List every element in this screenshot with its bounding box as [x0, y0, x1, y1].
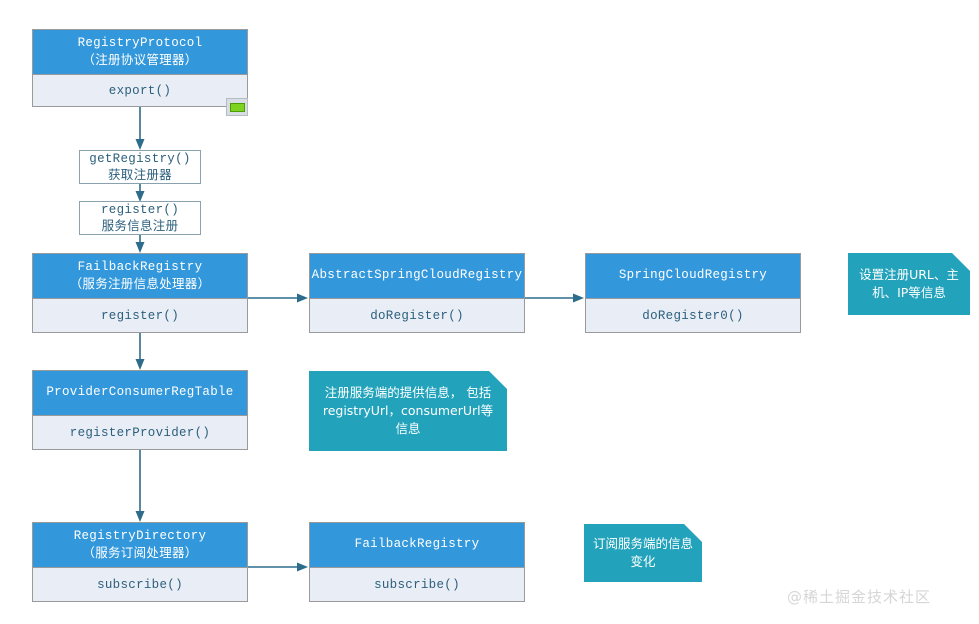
step-label-register-method: register() — [100, 203, 179, 217]
class-name-registry-protocol: RegistryProtocol — [77, 36, 203, 51]
class-box-failback-registry[interactable]: FailbackRegistry （服务注册信息处理器） register() — [32, 253, 248, 333]
class-method-registry-directory[interactable]: subscribe() — [33, 568, 247, 601]
step-label-register-desc: 服务信息注册 — [101, 218, 179, 233]
class-box-failback-registry-subscribe[interactable]: FailbackRegistry subscribe() — [309, 522, 525, 602]
status-badge[interactable] — [226, 98, 248, 116]
note-subscribe-change[interactable]: 订阅服务端的信息变化 — [584, 524, 702, 582]
class-box-abstract-spring-cloud-registry[interactable]: AbstractSpringCloudRegistry doRegister() — [309, 253, 525, 333]
class-method-failback-registry-subscribe[interactable]: subscribe() — [310, 568, 524, 601]
step-box-register[interactable]: register() 服务信息注册 — [79, 201, 201, 235]
class-name-spring-cloud-registry: SpringCloudRegistry — [618, 268, 768, 283]
class-subtitle-registry-directory: （服务订阅处理器） — [82, 545, 198, 560]
class-header-registry-directory: RegistryDirectory （服务订阅处理器） — [33, 523, 247, 568]
class-header-failback-registry-subscribe: FailbackRegistry — [310, 523, 524, 568]
class-header-failback-registry: FailbackRegistry （服务注册信息处理器） — [33, 254, 247, 299]
class-header-registry-protocol: RegistryProtocol （注册协议管理器） — [33, 30, 247, 75]
class-box-provider-consumer-reg-table[interactable]: ProviderConsumerRegTable registerProvide… — [32, 370, 248, 450]
class-method-spring-cloud-registry[interactable]: doRegister0() — [586, 299, 800, 332]
watermark: @稀土掘金技术社区 — [787, 588, 932, 606]
class-box-registry-directory[interactable]: RegistryDirectory （服务订阅处理器） subscribe() — [32, 522, 248, 602]
note-subscribe-change-text: 订阅服务端的信息变化 — [592, 535, 693, 569]
class-box-registry-protocol[interactable]: RegistryProtocol （注册协议管理器） export() — [32, 29, 248, 107]
class-header-spring-cloud-registry: SpringCloudRegistry — [586, 254, 800, 299]
class-name-registry-directory: RegistryDirectory — [73, 529, 207, 544]
class-header-provider-consumer-reg-table: ProviderConsumerRegTable — [33, 371, 247, 416]
step-label-get-registry-desc: 获取注册器 — [107, 167, 172, 182]
class-name-failback-registry-subscribe: FailbackRegistry — [354, 537, 480, 552]
note-register-url[interactable]: 设置注册URL、主机、IP等信息 — [848, 253, 970, 315]
class-name-provider-consumer-reg-table: ProviderConsumerRegTable — [46, 385, 234, 400]
class-box-spring-cloud-registry[interactable]: SpringCloudRegistry doRegister0() — [585, 253, 801, 333]
note-register-url-text: 设置注册URL、主机、IP等信息 — [859, 266, 959, 300]
class-subtitle-failback-registry: （服务注册信息处理器） — [69, 276, 211, 291]
class-method-provider-consumer-reg-table[interactable]: registerProvider() — [33, 416, 247, 449]
class-method-registry-protocol[interactable]: export() — [33, 75, 247, 106]
class-name-failback-registry: FailbackRegistry — [77, 260, 203, 275]
class-method-abstract-spring-cloud-registry[interactable]: doRegister() — [310, 299, 524, 332]
class-subtitle-registry-protocol: （注册协议管理器） — [82, 52, 198, 67]
note-provider-info[interactable]: 注册服务端的提供信息， 包括registryUrl，consumerUrl等信息 — [309, 371, 507, 451]
green-pill-icon — [229, 102, 245, 112]
class-name-abstract-spring-cloud-registry: AbstractSpringCloudRegistry — [311, 268, 523, 283]
note-provider-info-text: 注册服务端的提供信息， 包括registryUrl，consumerUrl等信息 — [322, 384, 494, 437]
class-method-failback-registry[interactable]: register() — [33, 299, 247, 332]
step-box-get-registry[interactable]: getRegistry() 获取注册器 — [79, 150, 201, 184]
step-label-get-registry-method: getRegistry() — [89, 152, 191, 166]
class-header-abstract-spring-cloud-registry: AbstractSpringCloudRegistry — [310, 254, 524, 299]
